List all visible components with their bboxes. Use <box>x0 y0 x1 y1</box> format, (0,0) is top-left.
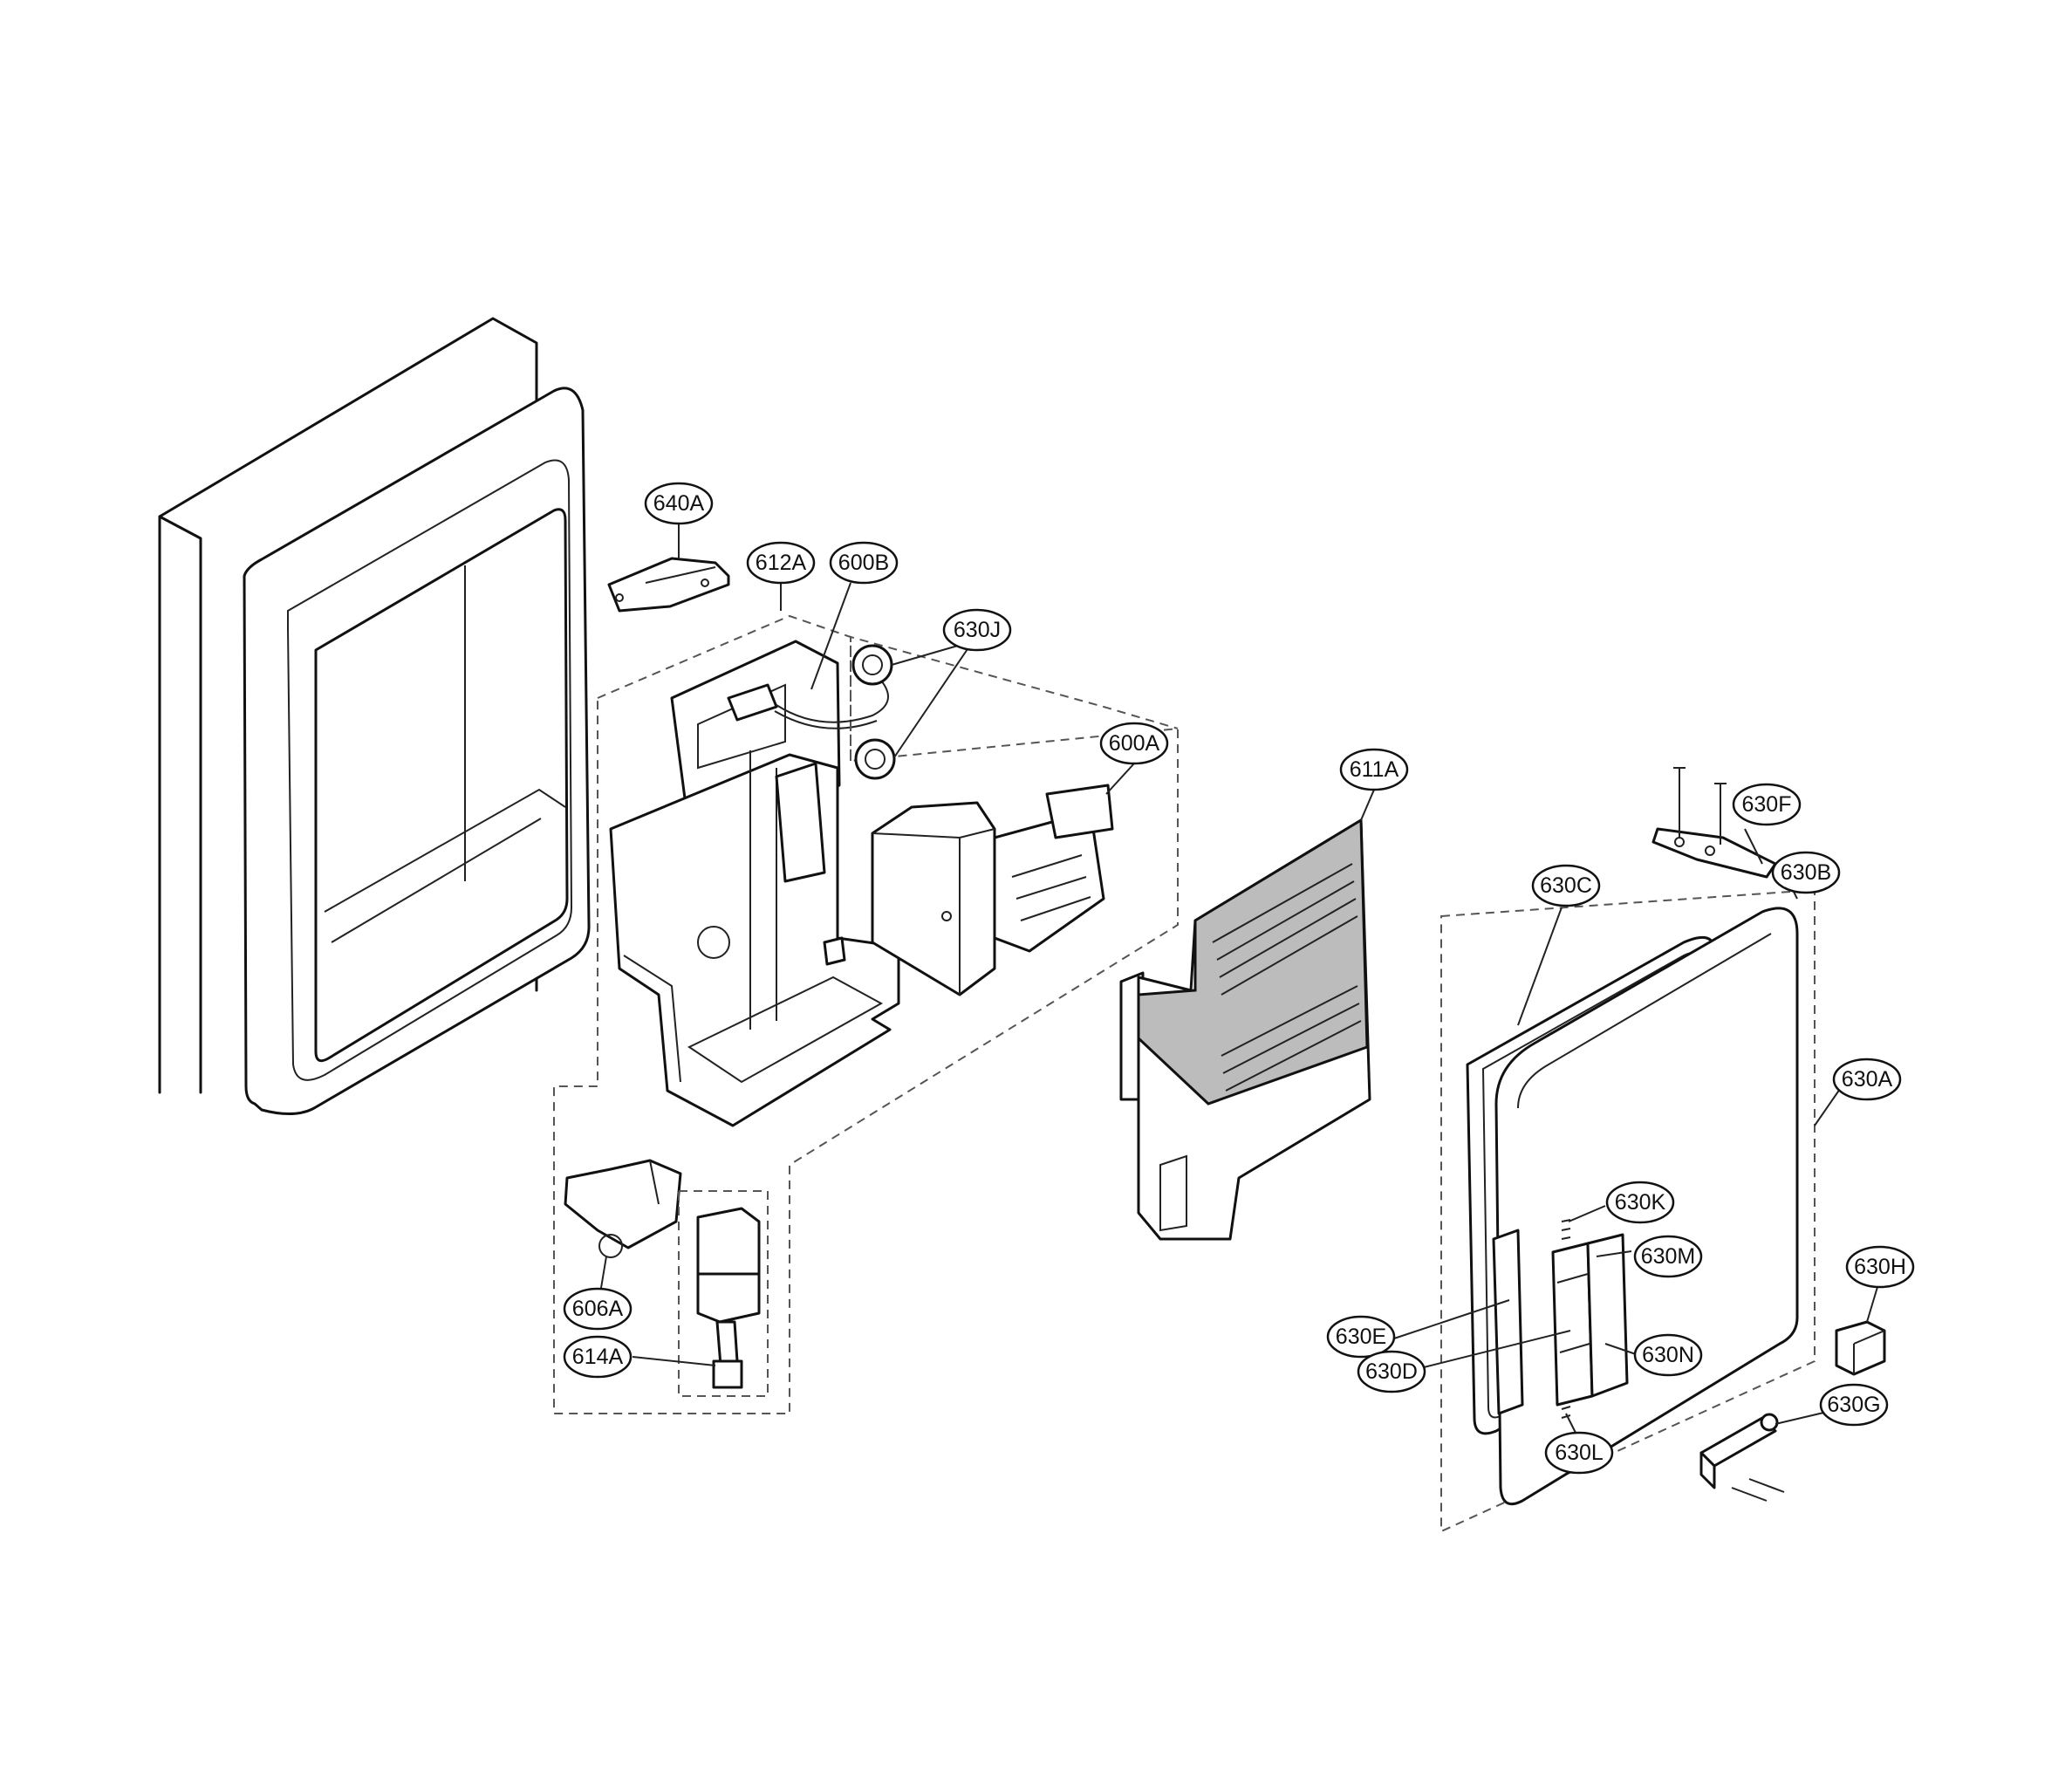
svg-text:630J: 630J <box>954 618 1001 642</box>
svg-text:630L: 630L <box>1555 1441 1604 1465</box>
callout-612a: 612A <box>746 541 816 585</box>
callout-630k: 630K <box>1605 1181 1675 1224</box>
bracket-640a <box>607 557 730 613</box>
callout-630f: 630F <box>1732 783 1802 826</box>
water-valve-606a <box>564 1159 682 1258</box>
svg-text:630K: 630K <box>1615 1190 1666 1215</box>
lower-hinge-630g <box>1699 1413 1785 1502</box>
cover-611a <box>1119 818 1371 1241</box>
dispenser-housing <box>609 640 900 1127</box>
svg-text:600A: 600A <box>1109 731 1160 756</box>
svg-text:600B: 600B <box>838 551 889 575</box>
handle-assembly-630e <box>1492 1219 1629 1419</box>
svg-text:630D: 630D <box>1365 1359 1418 1384</box>
svg-text:630B: 630B <box>1781 860 1831 885</box>
callout-630h: 630H <box>1845 1245 1915 1289</box>
svg-text:630M: 630M <box>1641 1244 1696 1269</box>
svg-text:630G: 630G <box>1827 1393 1880 1417</box>
callout-630n: 630N <box>1633 1333 1703 1377</box>
callout-630b: 630B <box>1771 851 1841 894</box>
group-outline-630a <box>1440 888 1816 1533</box>
svg-text:630F: 630F <box>1742 792 1792 817</box>
callout-630c: 630C <box>1531 864 1601 907</box>
callout-611a: 611A <box>1339 748 1409 791</box>
door-panel <box>158 317 591 1115</box>
svg-text:640A: 640A <box>653 491 705 516</box>
grommets-630j <box>851 644 896 780</box>
callout-640a: 640A <box>644 482 714 525</box>
svg-text:630N: 630N <box>1642 1343 1694 1367</box>
svg-text:630C: 630C <box>1540 873 1592 898</box>
hinge-bracket-630f <box>1651 767 1777 879</box>
svg-text:611A: 611A <box>1350 757 1399 782</box>
hinge-cap-630h <box>1835 1320 1886 1376</box>
wire-harness-600b <box>727 680 889 729</box>
actuator-614a <box>696 1207 761 1389</box>
svg-text:614A: 614A <box>572 1345 624 1369</box>
group-outline-614a <box>678 1190 769 1397</box>
callout-600a: 600A <box>1099 722 1169 765</box>
callout-630e: 630E <box>1326 1315 1396 1359</box>
svg-text:612A: 612A <box>756 551 807 575</box>
callout-606a: 606A <box>563 1287 633 1331</box>
svg-text:630H: 630H <box>1854 1255 1906 1279</box>
ice-maker-600a <box>871 784 1114 996</box>
callout-630g: 630G <box>1819 1383 1889 1427</box>
group-outline-612a <box>553 614 1179 1414</box>
svg-text:606A: 606A <box>572 1297 624 1321</box>
svg-text:630A: 630A <box>1842 1067 1893 1092</box>
callout-630a: 630A <box>1832 1058 1902 1101</box>
group-outline-600a <box>850 635 1179 761</box>
callout-630l: 630L <box>1544 1431 1614 1475</box>
callout-630m: 630M <box>1633 1235 1703 1278</box>
callout-600b: 600B <box>829 541 899 585</box>
callout-630d: 630D <box>1357 1350 1426 1393</box>
callout-630j: 630J <box>942 608 1012 652</box>
callout-614a: 614A <box>563 1335 633 1379</box>
svg-text:630E: 630E <box>1336 1325 1386 1349</box>
